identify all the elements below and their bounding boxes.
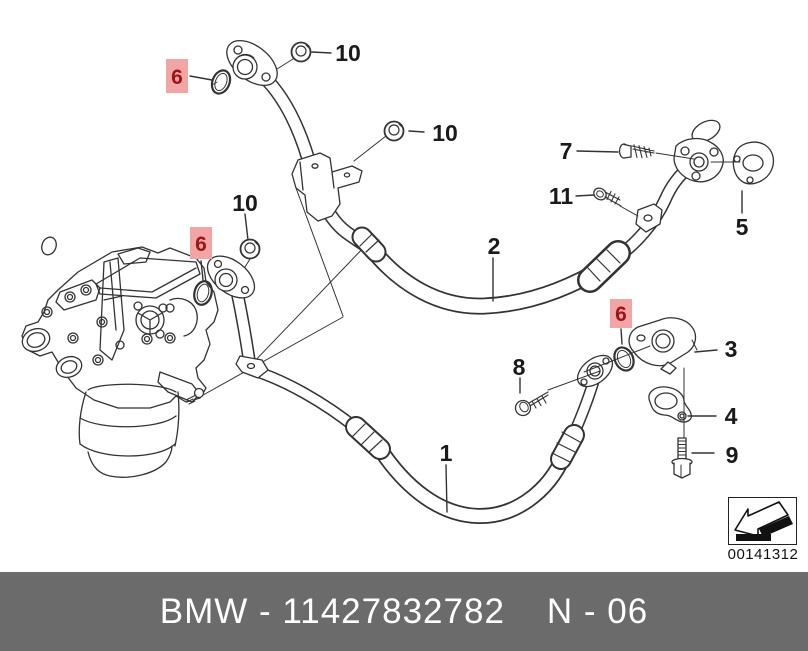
callout-3[interactable]: 3 <box>725 336 738 362</box>
direction-stamp-box <box>728 497 797 545</box>
callout-6-middle[interactable]: 6 <box>195 233 207 256</box>
gasket-5 <box>732 141 775 185</box>
pipe1-end-flange <box>576 354 614 388</box>
callout-10-middle[interactable]: 10 <box>232 190 258 216</box>
oil-filter-housing <box>21 236 219 478</box>
callout-2[interactable]: 2 <box>488 233 501 259</box>
pipe2-end-flange <box>673 119 724 183</box>
callout-9[interactable]: 9 <box>726 442 739 468</box>
callout-7[interactable]: 7 <box>560 138 573 164</box>
pipe-support-bracket <box>291 152 363 222</box>
callout-1[interactable]: 1 <box>440 440 453 466</box>
callout-8[interactable]: 8 <box>513 354 526 380</box>
callout-5[interactable]: 5 <box>736 214 749 240</box>
callout-11[interactable]: 11 <box>549 183 574 209</box>
callout-leader-lines <box>189 51 743 513</box>
footer-part-number: BMW - 11427832782 <box>159 591 505 631</box>
footer-page-code: N - 06 <box>546 591 649 631</box>
callout-10-top[interactable]: 10 <box>335 40 361 66</box>
bolt-7 <box>618 143 655 159</box>
o-ring-seal-middle <box>193 280 213 306</box>
oil-filter-canister <box>78 383 180 478</box>
highlight-box-seal-middle[interactable] <box>190 227 212 259</box>
bolt-8 <box>514 391 549 417</box>
gasket-4 <box>648 386 692 423</box>
stamp-number: 00141312 <box>727 546 799 563</box>
callout-10-second[interactable]: 10 <box>432 120 458 146</box>
direction-arrow-icon <box>734 501 793 541</box>
pipe1-clamp-bracket <box>235 355 269 379</box>
connection-flange-3 <box>628 317 698 375</box>
nut-10-top <box>290 41 312 63</box>
footer-bar: BMW - 11427832782 N - 06 <box>0 572 808 651</box>
highlight-box-seal-right[interactable] <box>610 299 632 328</box>
mounting-axis-lines <box>195 187 369 400</box>
nut-10-second <box>383 120 405 142</box>
callout-4[interactable]: 4 <box>725 403 738 429</box>
callout-6-right[interactable]: 6 <box>615 303 627 326</box>
pipe1-upper-flange <box>206 255 256 299</box>
pipe2-clamp-bracket <box>635 203 663 233</box>
parts-diagram-canvas: 6 6 6 10 10 10 2 7 11 5 3 8 4 9 1 <box>21 40 775 525</box>
nut-10-middle <box>239 238 261 260</box>
pipe2-upper-flange <box>226 40 278 86</box>
o-ring-seal-upper <box>210 69 232 95</box>
engine-bracket-bolt <box>185 387 205 405</box>
bolt-9 <box>671 437 693 479</box>
highlight-box-seal-upper[interactable] <box>166 59 188 93</box>
callout-6-upper[interactable]: 6 <box>171 66 183 89</box>
o-ring-seal-right <box>613 346 635 372</box>
bolt-11 <box>593 187 622 207</box>
